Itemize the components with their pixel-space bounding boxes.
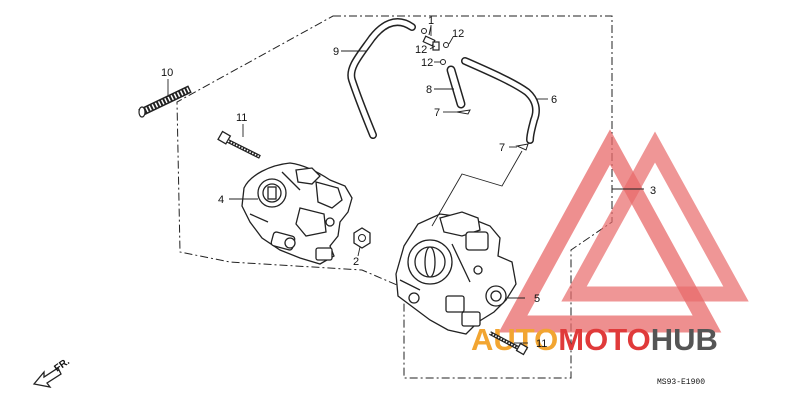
callout-7-b: 7	[499, 142, 505, 154]
callout-11-b: 11	[536, 338, 547, 350]
svg-text:AUTOMOTOHUB: AUTOMOTOHUB	[471, 322, 718, 357]
callout-5: 5	[534, 293, 540, 305]
callout-12-b: 12	[415, 44, 427, 56]
part-6-tube	[461, 57, 540, 144]
callout-6: 6	[551, 94, 557, 106]
watermark-word-hub: HUB	[651, 322, 718, 357]
callout-11-a: 11	[236, 112, 247, 124]
assembly-boundary	[176, 15, 613, 379]
callout-7-a: 7	[434, 107, 440, 119]
part-8-tube	[446, 65, 466, 109]
part-11-bolt-upper	[217, 130, 261, 159]
callout-12-a: 12	[452, 28, 464, 40]
leader-lines	[167, 25, 644, 344]
watermark-word-auto: AUTO	[471, 322, 558, 357]
callout-4: 4	[218, 194, 224, 206]
diagram-code: MS93-E1900	[657, 378, 705, 387]
callout-10: 10	[161, 67, 173, 79]
watermark-word-moto: MOTO	[558, 322, 650, 357]
callout-8: 8	[426, 84, 432, 96]
part-10-spring	[138, 85, 192, 118]
callout-3: 3	[650, 185, 656, 197]
front-arrow-icon	[32, 367, 62, 388]
callout-1: 1	[428, 15, 434, 27]
part-7-clip-b	[515, 143, 529, 151]
watermark-triangle-left	[498, 129, 722, 333]
part-5-carburetor	[395, 211, 517, 335]
watermark-triangle-right	[561, 131, 749, 302]
part-2-nut	[353, 227, 371, 249]
callout-2: 2	[353, 256, 359, 268]
part-11-bolt-lower	[489, 331, 529, 356]
callout-12-c: 12	[421, 57, 433, 69]
part-7-clip-a	[456, 109, 471, 115]
part-4-carburetor	[241, 162, 353, 265]
part-9-tube	[347, 18, 416, 139]
callout-9: 9	[333, 46, 339, 58]
watermark-logo: AUTOMOTOHUB	[471, 129, 749, 357]
